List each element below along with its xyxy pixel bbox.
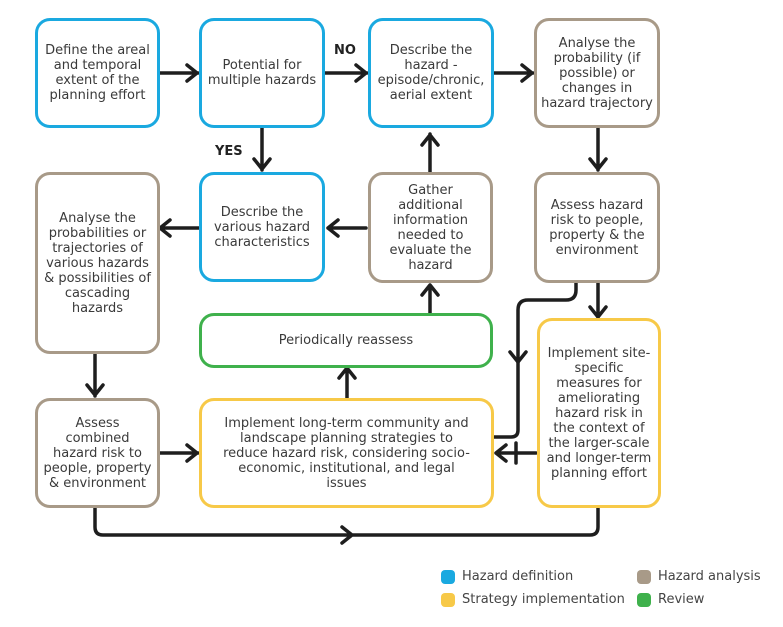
box-describe-characteristics: Describe the various hazard characterist… — [199, 172, 325, 282]
box-potential-multiple-hazards: Potential for multiple hazards — [199, 18, 325, 128]
legend-review: Review — [637, 592, 704, 607]
box-analyse-cascading: Analyse the probabilities or trajectorie… — [35, 172, 160, 354]
legend-label: Strategy implementation — [462, 592, 625, 607]
arrow-describe-to-analyse — [492, 63, 535, 83]
arrow-potential-to-characteristics — [252, 126, 272, 172]
legend-hazard-definition: Hazard definition — [441, 569, 573, 584]
legend-label: Review — [658, 592, 705, 607]
arrow-longterm-to-reassess — [337, 366, 357, 400]
legend-label: Hazard definition — [462, 569, 574, 584]
legend-swatch-blue — [441, 569, 455, 584]
label-no: NO — [334, 43, 356, 58]
arrow-site-to-longterm — [494, 441, 538, 465]
arrow-gather-to-describe — [420, 132, 440, 174]
arrow-assess-to-longterm — [492, 281, 578, 439]
box-assess-hazard-risk: Assess hazard risk to people, property &… — [534, 172, 660, 283]
legend-label: Hazard analysis — [658, 569, 761, 584]
legend-swatch-brown — [637, 569, 651, 584]
arrow-analyse-to-assess — [588, 126, 608, 172]
legend-strategy-implementation: Strategy implementation — [441, 592, 625, 607]
box-periodically-reassess: Periodically reassess — [199, 313, 493, 368]
arrow-define-to-potential — [158, 63, 200, 83]
legend-swatch-yellow — [441, 592, 455, 607]
arrow-bottom-loop — [93, 506, 600, 545]
box-assess-combined-risk: Assess combined hazard risk to people, p… — [35, 398, 160, 508]
legend-swatch-green — [637, 592, 651, 607]
box-implement-long-term: Implement long-term community and landsc… — [199, 398, 494, 508]
arrow-head-down-short — [508, 350, 528, 364]
box-analyse-probability: Analyse the probability (if possible) or… — [534, 18, 660, 128]
box-gather-information: Gather additional information needed to … — [368, 172, 493, 283]
arrow-assess-to-site — [588, 281, 608, 320]
arrow-characteristics-to-cascading — [158, 218, 201, 238]
legend-hazard-analysis: Hazard analysis — [637, 569, 761, 584]
box-implement-site-specific: Implement site-specific measures for ame… — [537, 318, 661, 508]
box-describe-hazard: Describe the hazard - episode/chronic, a… — [368, 18, 494, 128]
box-define-extent: Define the areal and temporal extent of … — [35, 18, 160, 128]
arrow-reassess-to-gather — [420, 283, 440, 315]
arrow-cascading-to-combined — [85, 352, 105, 398]
arrow-gather-to-characteristics — [326, 218, 368, 238]
arrow-potential-to-describe — [323, 63, 369, 83]
arrow-combined-to-longterm — [158, 443, 200, 463]
label-yes: YES — [215, 144, 243, 159]
